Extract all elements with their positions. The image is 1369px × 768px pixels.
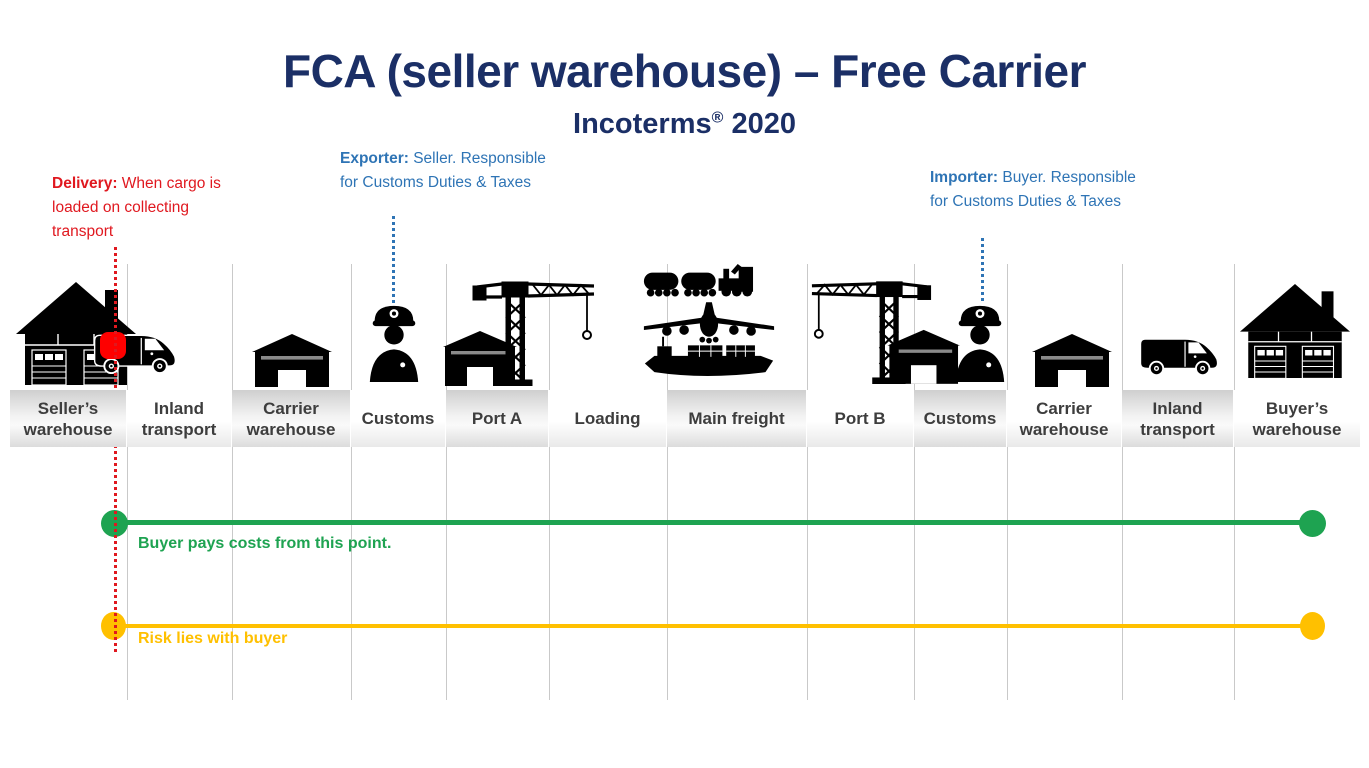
exporter-label: Exporter: <box>340 150 409 167</box>
stage-port-b: Port B <box>807 390 914 447</box>
gridline <box>1007 264 1008 700</box>
gridline <box>127 264 128 700</box>
stage-loading: Loading <box>549 390 667 447</box>
page-title: FCA (seller warehouse) – Free Carrier <box>282 45 1087 97</box>
stage-customs-export: Customs <box>351 390 446 447</box>
stage-main-freight: Main freight <box>667 390 807 447</box>
gridline <box>549 264 550 700</box>
exporter-dotted-line <box>392 216 395 303</box>
exporter-text: Seller. Responsible for Customs Duties &… <box>340 150 546 191</box>
exporter-annotation: Exporter: Seller. Responsible for Custom… <box>340 147 556 195</box>
risk-line-label: Risk lies with buyer <box>138 630 288 647</box>
gridline <box>232 264 233 700</box>
importer-annotation: Importer: Buyer. Responsible for Customs… <box>930 166 1146 214</box>
stage-inland-transport-2: Inland transport <box>1122 390 1234 447</box>
stage-customs-import: Customs <box>914 390 1007 447</box>
carrier-warehouse-icon <box>1032 334 1112 387</box>
stage-sellers-warehouse: Seller’s warehouse <box>10 390 127 447</box>
stage-buyers-warehouse: Buyer’s warehouse <box>1234 390 1360 447</box>
stage-port-a: Port A <box>446 390 549 447</box>
stage-carrier-warehouse: Carrier warehouse <box>232 390 351 447</box>
costs-line-label: Buyer pays costs from this point. <box>138 535 392 552</box>
costs-end-dot <box>1299 510 1326 537</box>
gridline <box>351 264 352 700</box>
delivery-point-dotted-line <box>114 247 117 653</box>
gridline <box>667 264 668 700</box>
red-cargo-box-icon <box>100 332 126 359</box>
gridline <box>1234 264 1235 700</box>
customs-officer-icon <box>364 301 424 383</box>
delivery-label: Delivery: <box>52 175 118 192</box>
buyer-costs-line <box>115 520 1313 525</box>
buyer-risk-line <box>115 624 1313 628</box>
collecting-van-icon <box>92 330 180 376</box>
subtitle-year: 2020 <box>731 108 796 140</box>
delivery-text: When cargo is loaded on collecting trans… <box>52 175 221 240</box>
stage-inland-transport: Inland transport <box>127 390 232 447</box>
carrier-warehouse-icon <box>252 334 332 387</box>
importer-dotted-line <box>981 238 984 303</box>
registered-mark: ® <box>711 109 724 127</box>
delivery-annotation: Delivery: When cargo is loaded on collec… <box>52 172 248 244</box>
importer-label: Importer: <box>930 169 999 186</box>
gridline <box>1122 264 1123 700</box>
risk-end-dot <box>1300 612 1325 640</box>
customs-officer-icon <box>950 301 1010 383</box>
stage-carrier-warehouse-2: Carrier warehouse <box>1007 390 1122 447</box>
page-subtitle: Incoterms® 2020 <box>0 108 1369 141</box>
subtitle-brand: Incoterms <box>573 108 712 140</box>
port-a-crane-icon <box>443 274 598 386</box>
importer-text: Buyer. Responsible for Customs Duties & … <box>930 169 1136 210</box>
port-b-crane-icon <box>808 274 960 384</box>
buyer-warehouse-building-icon <box>1240 284 1350 379</box>
gridline <box>807 264 808 700</box>
gridline <box>914 264 915 700</box>
stage-label-band: Seller’s warehouse Inland transport Carr… <box>10 390 1360 447</box>
inland-transport-van-icon <box>1138 334 1222 376</box>
gridline <box>446 264 447 700</box>
main-freight-train-plane-ship-icon <box>642 264 776 381</box>
risk-start-dot <box>101 612 126 640</box>
